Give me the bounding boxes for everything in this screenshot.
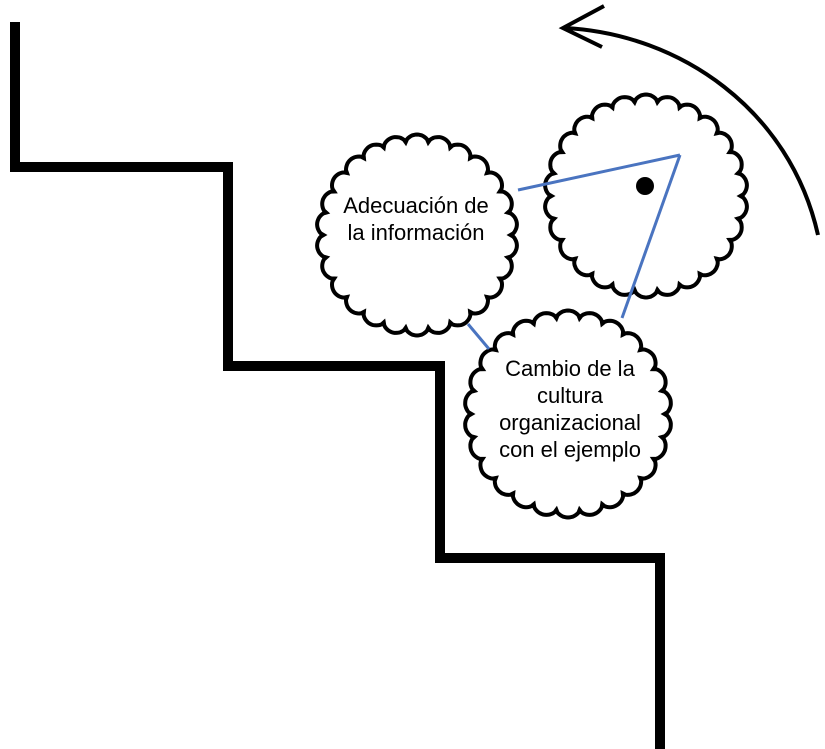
rotation-arrow-head bbox=[558, 4, 605, 49]
rotation-arrow-arc bbox=[564, 26, 820, 236]
gear-bottom-label: Cambio de la cultura organizacional con … bbox=[470, 355, 670, 463]
gear-cambio-cultura bbox=[463, 308, 673, 520]
staircase bbox=[10, 22, 665, 749]
gear-right bbox=[543, 92, 749, 300]
gear-left-label: Adecuación de la información bbox=[316, 192, 516, 246]
connector-lines bbox=[466, 153, 682, 350]
gear-bottom-label-line-4: con el ejemplo bbox=[499, 437, 641, 462]
gear-left-label-line-2: la información bbox=[347, 220, 485, 245]
connector-pivot-to-bottom bbox=[620, 154, 682, 319]
connector-left-to-pivot bbox=[517, 153, 681, 192]
pivot-dot bbox=[636, 177, 654, 195]
gear-bottom-label-line-1: Cambio de la bbox=[505, 356, 635, 381]
rotation-arrow bbox=[558, 4, 820, 236]
gear-bottom-label-line-3: organizacional bbox=[499, 410, 641, 435]
gear-bottom-label-line-2: cultura bbox=[536, 383, 604, 408]
gear-left-label-line-1: Adecuación de bbox=[343, 193, 489, 218]
connector-left-to-bottom bbox=[466, 323, 491, 350]
gear-adecuacion-informacion bbox=[315, 132, 519, 338]
